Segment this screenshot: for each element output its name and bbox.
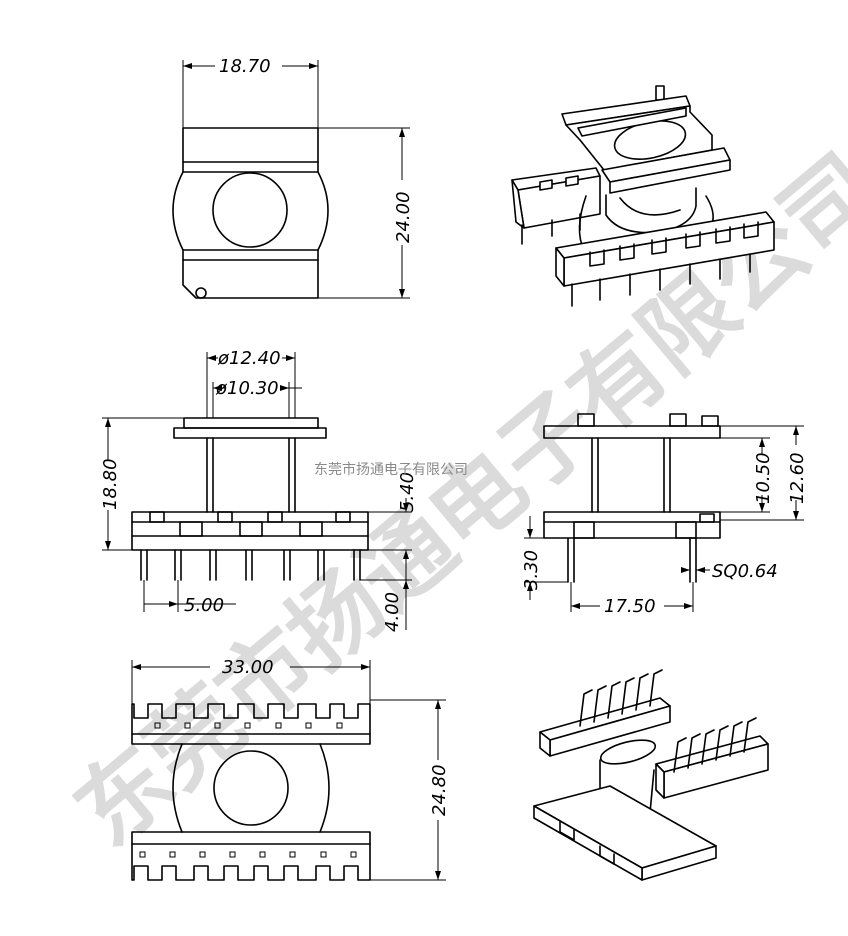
dim-inner-dia: ø10.30 [215,378,279,399]
dim-flange-gap: 5.40 [397,472,418,512]
dim-bottom-height: 24.80 [429,764,450,816]
dim-side-pin: 3.30 [521,550,542,590]
side-view: 10.50 12.60 3.30 SQ0.64 17.50 [521,413,808,617]
dim-outer-dia: ø12.40 [217,348,281,369]
isometric-view-bottom [533,669,769,881]
dim-side-total: 12.60 [787,452,808,504]
dim-bottom-width: 33.00 [222,657,274,678]
dim-side-width: 17.50 [604,596,656,617]
isometric-view-top [511,85,775,307]
dim-side-inner: 10.50 [753,452,774,504]
dim-pin-pitch: 5.00 [184,595,224,616]
dim-pin-square: SQ0.64 [712,561,778,582]
watermark-small: 东莞市扬通电子有限公司 [314,461,468,478]
dim-front-height: 18.80 [100,458,121,510]
bottom-view: 33.00 24.80 [131,657,450,881]
dim-top-width: 18.70 [219,56,271,77]
dim-top-height: 24.00 [393,191,414,243]
dim-pin-length: 4.00 [382,592,403,632]
front-view: ø12.40 ø10.30 18.80 5.40 4.00 5.00 [100,348,418,632]
top-view: 18.70 24.00 [172,56,414,299]
